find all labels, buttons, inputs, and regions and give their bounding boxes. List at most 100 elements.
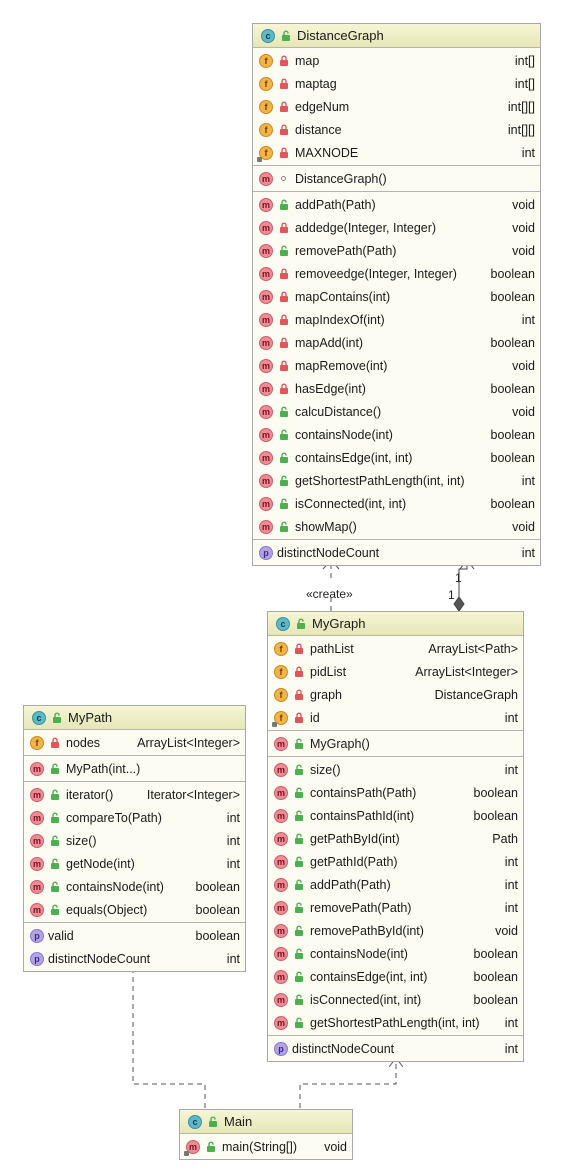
method-row-name: hasEdge(int) [295,381,366,396]
lock-icon [278,55,289,66]
field-kind-icon: f [257,145,273,162]
unlock-icon [49,881,60,892]
unlock-icon [278,199,289,210]
method-row-name: containsNode(int) [310,946,408,961]
lock-icon [278,337,289,348]
method-row-name: mapContains(int) [295,289,391,304]
field-row-name: map [295,53,320,68]
unlock-icon [278,498,289,509]
method-row-name: addedge(Integer, Integer) [295,220,437,235]
main-mypath-dependency-line [132,940,206,1108]
lock-icon [293,666,304,677]
method-kind-icon: m [30,879,44,894]
method-kind-icon: m [274,946,288,961]
method-kind-icon: m [184,1139,200,1156]
field-row-name: pidList [310,664,347,679]
method-row-name: compareTo(Path) [66,810,162,825]
method-row-type: void [512,404,535,419]
unlock-icon [293,948,304,959]
field-kind-icon: f [274,641,288,656]
method-row-type: boolean [490,289,536,304]
method-kind-icon: m [259,171,273,186]
method-row-name: addPath(Path) [310,877,391,892]
method-row-type: int [504,877,518,892]
method-kind-icon: m [274,808,288,823]
field-row-name: graph [310,687,342,702]
method-row[interactable]: m containsNode(int) boolean [268,942,523,965]
class-name: MyGraph [312,616,366,631]
method-row-name: containsPath(Path) [310,785,417,800]
field-kind-icon: f [259,122,273,137]
method-kind-icon: m [259,197,273,212]
method-row-type: int [504,900,518,915]
field-row-type: ArrayList<Path> [428,641,518,656]
class-name: Main [224,1114,253,1129]
unlock-icon [293,787,304,798]
method-row-type: boolean [473,946,519,961]
method-row-name: equals(Object) [66,902,148,917]
unlock-icon [293,738,304,749]
method-kind-icon: m [259,312,273,327]
